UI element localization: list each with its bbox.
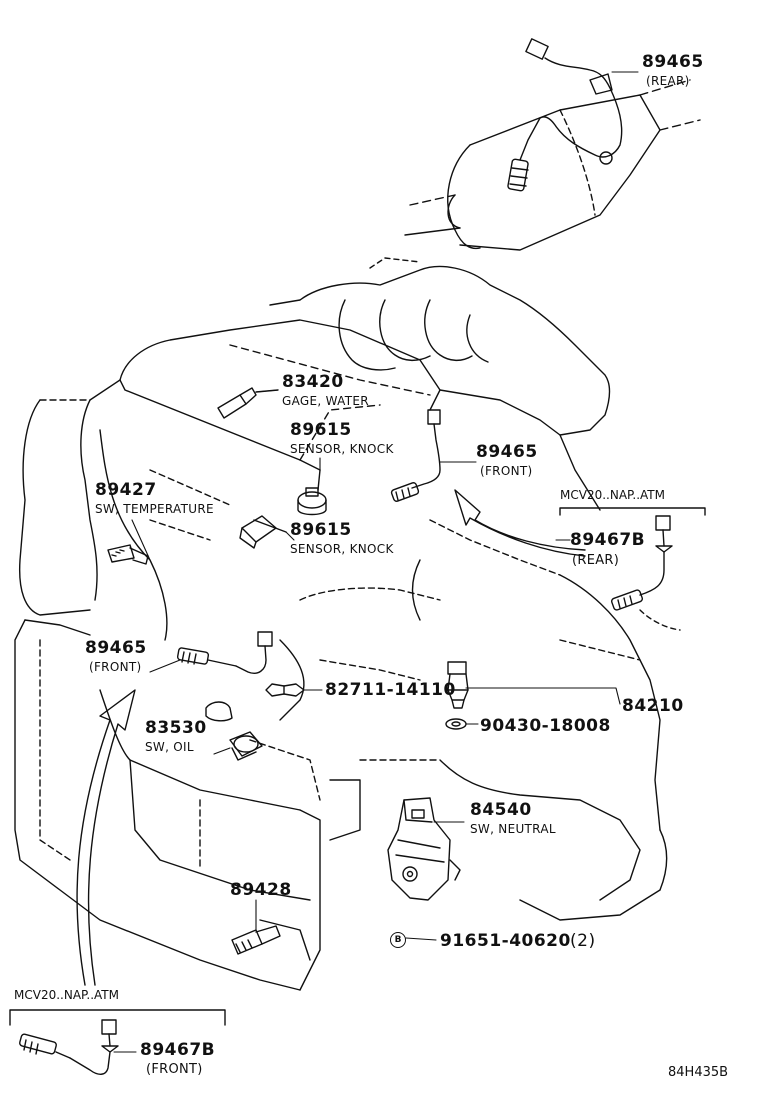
arrow-left-pointer: [76, 689, 136, 986]
part-desc-89427: SW, TEMPERATURE: [95, 502, 214, 516]
oxygen-sensor-89467b-rear-icon: [610, 515, 673, 611]
part-number-82711-14110: 82711-14110: [325, 680, 456, 700]
temperature-switch-icon: [107, 544, 149, 565]
part-number-84540: 84540: [470, 800, 532, 820]
oil-switch-icon: [205, 701, 263, 761]
part-desc-89465-front-right: (FRONT): [480, 464, 533, 478]
knock-sensor-lower-icon: [239, 515, 287, 549]
gasket-90430-icon: [445, 718, 467, 730]
part-qty-91651: (2): [570, 931, 596, 951]
part-number-89465-rear: 89465: [642, 52, 704, 72]
knock-sensor-upper-icon: [297, 469, 327, 516]
part-number-83530: 83530: [145, 718, 207, 738]
oxygen-sensor-rear-icon: [507, 38, 623, 192]
part-desc-89465-front-left: (FRONT): [89, 660, 142, 674]
part-desc-89615-upper: SENSOR, KNOCK: [290, 442, 394, 456]
oxygen-sensor-front-left-icon: [176, 631, 273, 674]
part-number-89465-front-left: 89465: [85, 638, 147, 658]
part-number-89615-lower: 89615: [290, 520, 352, 540]
leader-lines: [113, 71, 665, 1053]
part-number-89467b-rear: 89467B: [570, 530, 646, 550]
neutral-switch-icon: [387, 797, 461, 901]
water-gauge-sender-icon: [217, 387, 279, 419]
bolt-marker-b: B: [390, 932, 406, 948]
part-number-83420: 83420: [282, 372, 344, 392]
part-number-89465-front-right: 89465: [476, 442, 538, 462]
variant-note-bottom-left: MCV20..NAP..ATM: [14, 988, 119, 1002]
part-number-91651-40620: 91651-40620: [440, 931, 571, 951]
part-number-89467b-front: 89467B: [140, 1040, 216, 1060]
part-number-89615-upper: 89615: [290, 420, 352, 440]
switch-84210-icon: [447, 661, 469, 709]
arrow-right-pointer: [454, 489, 586, 557]
oxygen-sensor-89467b-front-icon: [19, 1019, 119, 1075]
variant-frame-bottom-left: [9, 1009, 226, 1026]
part-number-90430-18008: 90430-18008: [480, 716, 611, 736]
part-number-84210: 84210: [622, 696, 684, 716]
part-desc-83530: SW, OIL: [145, 740, 194, 754]
oxygen-sensor-front-right-icon: [390, 409, 441, 502]
engine-block-outline: [14, 257, 681, 991]
part-desc-89615-lower: SENSOR, KNOCK: [290, 542, 394, 556]
part-desc-89467b-front: (FRONT): [146, 1062, 203, 1077]
sensor-89428-icon: [231, 925, 281, 955]
part-desc-89465-rear: (REAR): [646, 74, 690, 88]
exhaust-pipe-outline: [404, 79, 701, 251]
clamp-82711-icon: [265, 683, 305, 697]
drawing-code: 84H435B: [668, 1065, 729, 1080]
part-number-89428: 89428: [230, 880, 292, 900]
part-desc-83420: GAGE, WATER: [282, 394, 369, 408]
variant-frame-right: [559, 507, 706, 516]
part-desc-84540: SW, NEUTRAL: [470, 822, 556, 836]
part-desc-89467b-rear: (REAR): [572, 553, 620, 568]
variant-note-right: MCV20..NAP..ATM: [560, 488, 665, 502]
part-number-89427: 89427: [95, 480, 157, 500]
